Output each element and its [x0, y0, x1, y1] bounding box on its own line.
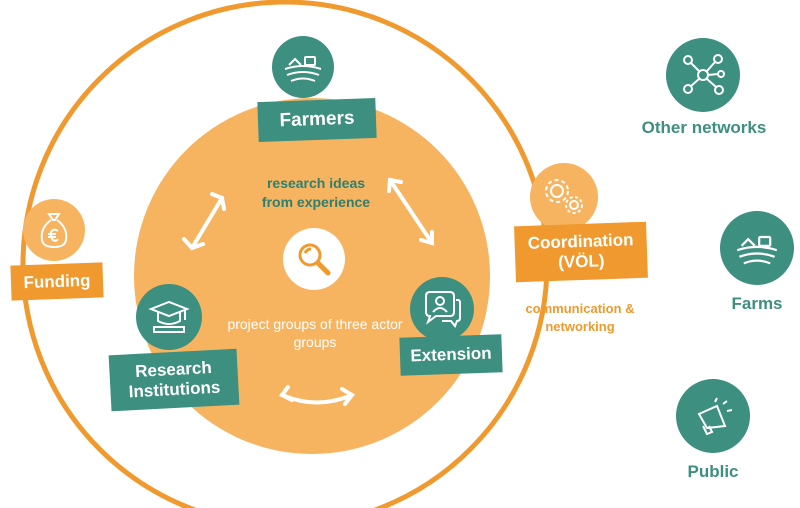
- research-icon-circle: [136, 284, 202, 350]
- coordination-icon-circle: [530, 163, 598, 231]
- arrow-farmers-research: [182, 192, 226, 251]
- research-ideas-label: research ideas from experience: [261, 175, 371, 210]
- actor-farmers: Farmers: [257, 97, 377, 143]
- farms-icon-circle: [720, 211, 794, 285]
- graduation-cap-icon: [148, 300, 190, 333]
- networks-icon-circle: [666, 38, 740, 112]
- farm-icon: [284, 56, 322, 82]
- actor-extension: Extension: [399, 334, 503, 376]
- funding-label: Funding: [10, 262, 104, 301]
- public-label: Public: [687, 462, 739, 481]
- farm-icon: [736, 235, 778, 265]
- chat-person-icon: [425, 291, 461, 328]
- magnifier-icon: [298, 243, 331, 276]
- networks-label: Other networks: [641, 118, 767, 137]
- arrow-research-extension: [278, 385, 355, 406]
- public-icon-circle: [676, 379, 750, 453]
- money-bag-icon: [40, 213, 68, 249]
- project-groups-label: project groups of three actor groups: [227, 316, 403, 351]
- funding-icon-circle: [23, 199, 85, 261]
- farmers-icon-circle: [272, 36, 334, 98]
- extension-icon-circle: [410, 277, 474, 341]
- gears-icon: [545, 179, 583, 214]
- actor-research: Research Institutions: [108, 348, 240, 412]
- network-icon: [683, 54, 725, 95]
- center-icon-circle: [283, 228, 345, 290]
- farms-label: Farms: [731, 294, 783, 313]
- communication-label: communication & networking: [525, 301, 635, 334]
- megaphone-icon: [697, 397, 733, 436]
- arrow-farmers-extension: [387, 177, 434, 246]
- coordination-label: Coordination (VÖL): [514, 221, 648, 283]
